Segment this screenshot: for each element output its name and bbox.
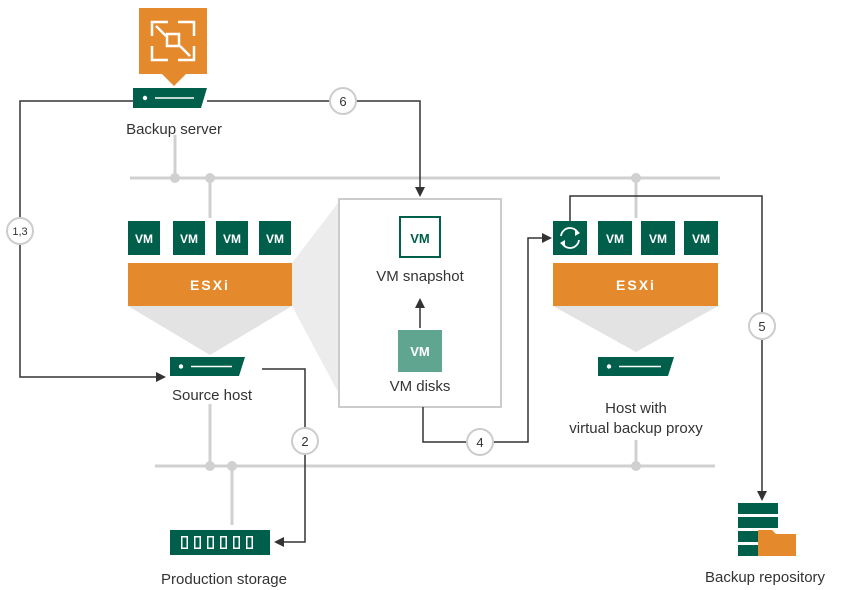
- server-icon: [598, 357, 674, 376]
- step-label: 5: [758, 319, 765, 334]
- step-label: 6: [339, 94, 346, 109]
- vm-label: VM: [649, 232, 667, 246]
- server-icon: [170, 357, 245, 376]
- vm-icon: [641, 221, 675, 255]
- repository-icon: [738, 503, 796, 556]
- vm-icon: [216, 221, 248, 255]
- source-host-label: Source host: [172, 387, 253, 404]
- storage-icon: [170, 530, 270, 555]
- step-badge-2: 2: [291, 427, 319, 455]
- esxi-label: ESXi: [616, 277, 656, 293]
- proxy-host-label-line2: virtual backup proxy: [569, 420, 703, 437]
- vm-icon: [173, 221, 205, 255]
- vm-label: VM: [135, 232, 153, 246]
- step-badge-1-3: 1,3: [6, 217, 34, 245]
- zoom-funnel: [292, 203, 338, 392]
- vm-snapshot-icon: [399, 216, 441, 258]
- vm-label: VM: [266, 232, 284, 246]
- backup-server-label: Backup server: [126, 121, 222, 138]
- step-badge-5: 5: [748, 312, 776, 340]
- step-label: 2: [301, 434, 308, 449]
- vm-disks-icon: [398, 330, 442, 372]
- vm-label: VM: [410, 344, 430, 359]
- esxi-bar-proxy: [553, 263, 718, 306]
- proxy-vms: VM VM VM: [553, 221, 718, 255]
- proxy-funnel: [553, 306, 718, 352]
- vm-label: VM: [180, 232, 198, 246]
- vm-disks-label: VM disks: [390, 378, 451, 395]
- vm-icon: [259, 221, 291, 255]
- vm-label: VM: [223, 232, 241, 246]
- proxy-vm-icon: [553, 221, 587, 255]
- vm-icon: [684, 221, 718, 255]
- network-nodes: [170, 173, 641, 471]
- veeam-logo-icon: [139, 8, 207, 86]
- backup-repository-label: Backup repository: [705, 569, 826, 586]
- production-storage-label: Production storage: [161, 571, 287, 588]
- vm-label: VM: [692, 232, 710, 246]
- vm-snapshot-label: VM snapshot: [376, 268, 464, 285]
- step-label: 1,3: [12, 226, 27, 238]
- source-vms: VM VM VM VM: [128, 221, 291, 255]
- step-badge-6: 6: [329, 87, 357, 115]
- step-label: 4: [476, 435, 483, 450]
- step-badge-4: 4: [466, 428, 494, 456]
- server-icon: [133, 88, 207, 108]
- vm-label: VM: [606, 232, 624, 246]
- esxi-label: ESXi: [190, 277, 230, 293]
- esxi-bar-source: [128, 263, 292, 306]
- host-funnel: [128, 306, 292, 355]
- proxy-host-label-line1: Host with: [605, 400, 667, 417]
- vm-icon: [128, 221, 160, 255]
- vm-label: VM: [410, 231, 430, 246]
- network-lines: [130, 135, 720, 525]
- vm-icon: [598, 221, 632, 255]
